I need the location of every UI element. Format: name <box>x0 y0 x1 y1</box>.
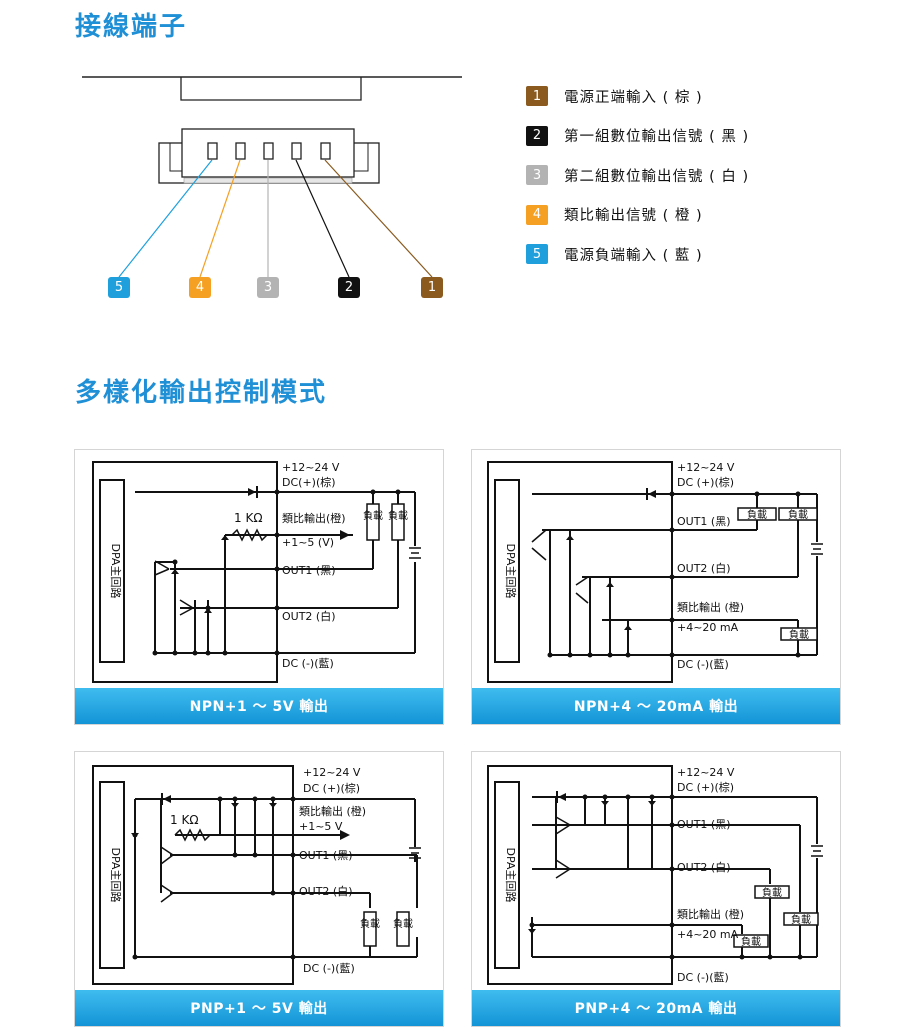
out2-label: OUT2 (白) <box>299 884 353 898</box>
connector-diagram <box>82 76 462 278</box>
legend-badge: 1 <box>526 86 548 106</box>
analog-label: 類比輸出(橙) <box>282 511 346 525</box>
legend-label: 電源負端輸入 ( 藍 ) <box>564 247 703 264</box>
panel-caption: PNP+1 ～ 5V 輸出 <box>75 990 443 1026</box>
panel-caption: PNP+4 ～ 20mA 輸出 <box>472 990 840 1026</box>
wiring-section-title: 接線端子 <box>75 12 188 42</box>
connector-badge-1: 1 <box>421 277 443 298</box>
load-label: 負載 <box>393 918 413 930</box>
wire-orange <box>199 159 241 278</box>
dc-pos-label: DC (+)(棕) <box>677 475 734 489</box>
main-circuit-label: DPA主回路 <box>504 544 517 599</box>
dc-neg-label: DC (-)(藍) <box>677 971 729 984</box>
legend-item-2: 2 第一組數位輸出信號 ( 黑 ) <box>526 125 750 146</box>
dc-neg-label: DC (-)(藍) <box>677 658 729 671</box>
supply-label: +12~24 V <box>303 766 361 779</box>
circuit-pnp-ma: 負載 負載 負載 DPA主回路 +12~24 V DC (+)(棕) OUT1 … <box>487 765 823 985</box>
legend-label: 電源正端輸入 ( 棕 ) <box>564 89 703 106</box>
load-label: 負載 <box>388 510 408 522</box>
out1-label: OUT1 (黑) <box>299 849 353 862</box>
analog-label: 類比輸出 (橙) <box>677 907 744 921</box>
out1-label: OUT1 (黑) <box>677 818 731 831</box>
legend-label: 類比輸出信號 ( 橙 ) <box>564 208 703 224</box>
legend-item-3: 3 第二組數位輸出信號 ( 白 ) <box>526 165 749 185</box>
legend-item-5: 5 電源負端輸入 ( 藍 ) <box>526 244 749 264</box>
modes-section-title: 多樣化輸出控制模式 <box>75 378 328 408</box>
load-label: 負載 <box>741 936 761 948</box>
dc-pos-label: DC (+)(棕) <box>677 780 734 794</box>
legend-badge: 4 <box>526 204 548 225</box>
out1-label: OUT1 (黑) <box>677 515 731 528</box>
dc-pos-label: DC (+)(棕) <box>303 781 360 795</box>
connector-badge-2: 2 <box>338 277 360 298</box>
legend-badge: 5 <box>526 244 548 264</box>
wire-legend: 1 電源正端輸入 ( 棕 ) 2 第一組數位輸出信號 ( 黑 ) 3 第二組數位… <box>526 86 749 284</box>
out2-label: OUT2 (白) <box>282 609 336 623</box>
circuit-panel-pnp-v: 負載 負載 DPA主回路 +12~24 V DC (+)(棕) 1 KΩ 類比輸… <box>74 751 444 1027</box>
supply-label: +12~24 V <box>282 461 340 474</box>
legend-label: 第二組數位輸出信號 ( 白 ) <box>564 168 750 185</box>
analog-label: 類比輸出 (橙) <box>299 804 366 818</box>
load-label: 負載 <box>791 914 811 926</box>
circuit-panel-pnp-ma: 負載 負載 負載 DPA主回路 +12~24 V DC (+)(棕) OUT1 … <box>471 751 841 1027</box>
panel-caption: NPN+4 ～ 20mA 輸出 <box>472 688 840 724</box>
connector-badge-5: 5 <box>108 277 130 298</box>
resistor-label: 1 KΩ <box>234 511 263 525</box>
supply-label: +12~24 V <box>677 461 735 474</box>
out2-label: OUT2 (白) <box>677 561 731 575</box>
circuit-panel-npn-v: 負載 負載 DPA主回路 +12~24 V DC(+)(棕) 1 KΩ 類比輸出… <box>74 449 444 725</box>
wire-black <box>295 159 350 278</box>
load-label: 負載 <box>747 509 767 521</box>
legend-item-1: 1 電源正端輸入 ( 棕 ) <box>526 86 749 106</box>
out2-label: OUT2 (白) <box>677 860 731 874</box>
dc-neg-label: DC (-)(藍) <box>303 962 355 975</box>
circuit-npn-ma: 負載 負載 負載 DPA主回路 +12~24 V DC (+)(棕) OUT1 … <box>487 461 823 683</box>
wire-brown <box>324 159 433 278</box>
legend-item-4: 4 類比輸出信號 ( 橙 ) <box>526 204 749 225</box>
main-circuit-label: DPA主回路 <box>109 544 122 599</box>
connector-badge-3: 3 <box>257 277 279 298</box>
load-label: 負載 <box>360 918 380 930</box>
circuit-npn-v: 負載 負載 DPA主回路 +12~24 V DC(+)(棕) 1 KΩ 類比輸出… <box>92 461 421 683</box>
load-label: 負載 <box>788 509 808 521</box>
range-label: +4~20 mA <box>677 928 739 941</box>
main-circuit-label: DPA主回路 <box>504 848 517 903</box>
panel-caption: NPN+1 ～ 5V 輸出 <box>75 688 443 724</box>
legend-badge: 2 <box>526 125 548 146</box>
circuit-pnp-v: 負載 負載 DPA主回路 +12~24 V DC (+)(棕) 1 KΩ 類比輸… <box>92 765 421 985</box>
range-label: +1~5 V <box>299 820 343 833</box>
dc-pos-label: DC(+)(棕) <box>282 475 336 489</box>
load-label: 負載 <box>789 629 809 641</box>
main-circuit-label: DPA主回路 <box>109 848 122 903</box>
analog-label: 類比輸出 (橙) <box>677 600 744 614</box>
connector-badge-4: 4 <box>189 277 211 298</box>
supply-label: +12~24 V <box>677 766 735 779</box>
range-label: +1~5 (V) <box>282 536 334 549</box>
load-label: 負載 <box>762 887 782 899</box>
circuit-panel-npn-ma: 負載 負載 負載 DPA主回路 +12~24 V DC (+)(棕) OUT1 … <box>471 449 841 725</box>
load-label: 負載 <box>363 510 383 522</box>
out1-label: OUT1 (黑) <box>282 564 336 577</box>
wire-blue <box>118 159 213 278</box>
legend-label: 第一組數位輸出信號 ( 黑 ) <box>564 129 750 145</box>
range-label: +4~20 mA <box>677 621 739 634</box>
legend-badge: 3 <box>526 165 548 185</box>
dc-neg-label: DC (-)(藍) <box>282 657 334 670</box>
resistor-label: 1 KΩ <box>170 813 199 827</box>
